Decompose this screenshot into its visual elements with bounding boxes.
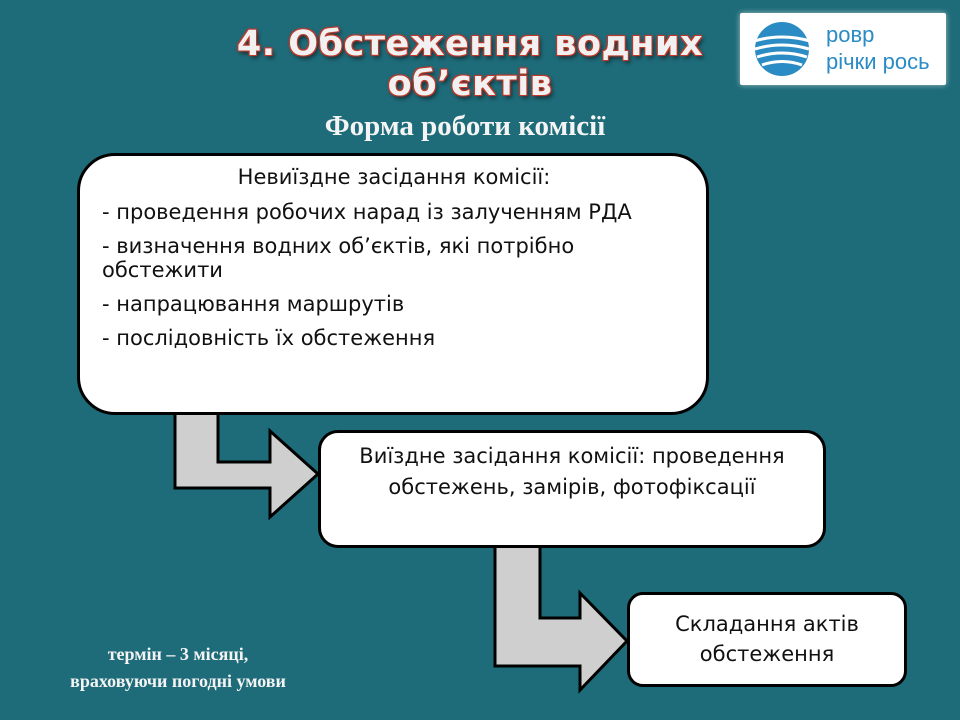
- step-inspection-acts: Складання актів обстеження: [627, 592, 907, 687]
- step-offsite-item: - визначення водних об’єктів, які потріб…: [102, 234, 575, 282]
- step-offsite-item: - послідовність їх обстеження: [102, 326, 436, 350]
- logo-line-2: річки рось: [826, 49, 930, 74]
- step-offsite-heading: Невиїздне засідання комісії:: [237, 165, 551, 189]
- logo-line-1: ровр: [826, 22, 875, 47]
- logo-text: ровр річки рось: [826, 21, 930, 75]
- duration-note-line-2: враховуючи погодні умови: [70, 671, 286, 691]
- step-field-meeting: Виїздне засідання комісії: проведення об…: [318, 430, 826, 548]
- page-title: 4. Обстеження водних об’єктів: [236, 24, 704, 104]
- arrow-step1-to-step2: [173, 410, 321, 521]
- step-offsite-item: - проведення робочих нарад із залученням…: [102, 200, 632, 224]
- arrow-step2-to-step3: [493, 544, 630, 694]
- duration-note: термін – 3 місяці, враховуючи погодні ум…: [28, 641, 328, 695]
- logo: ровр річки рось: [740, 13, 946, 85]
- diagram-subtitle: Форма роботи комісії: [324, 110, 606, 142]
- river-logo-icon: [753, 22, 811, 76]
- duration-note-line-1: термін – 3 місяці,: [107, 644, 249, 664]
- step-offsite-meeting: Невиїздне засідання комісії: - проведенн…: [77, 153, 709, 415]
- step-offsite-item: - напрацювання маршрутів: [102, 292, 405, 316]
